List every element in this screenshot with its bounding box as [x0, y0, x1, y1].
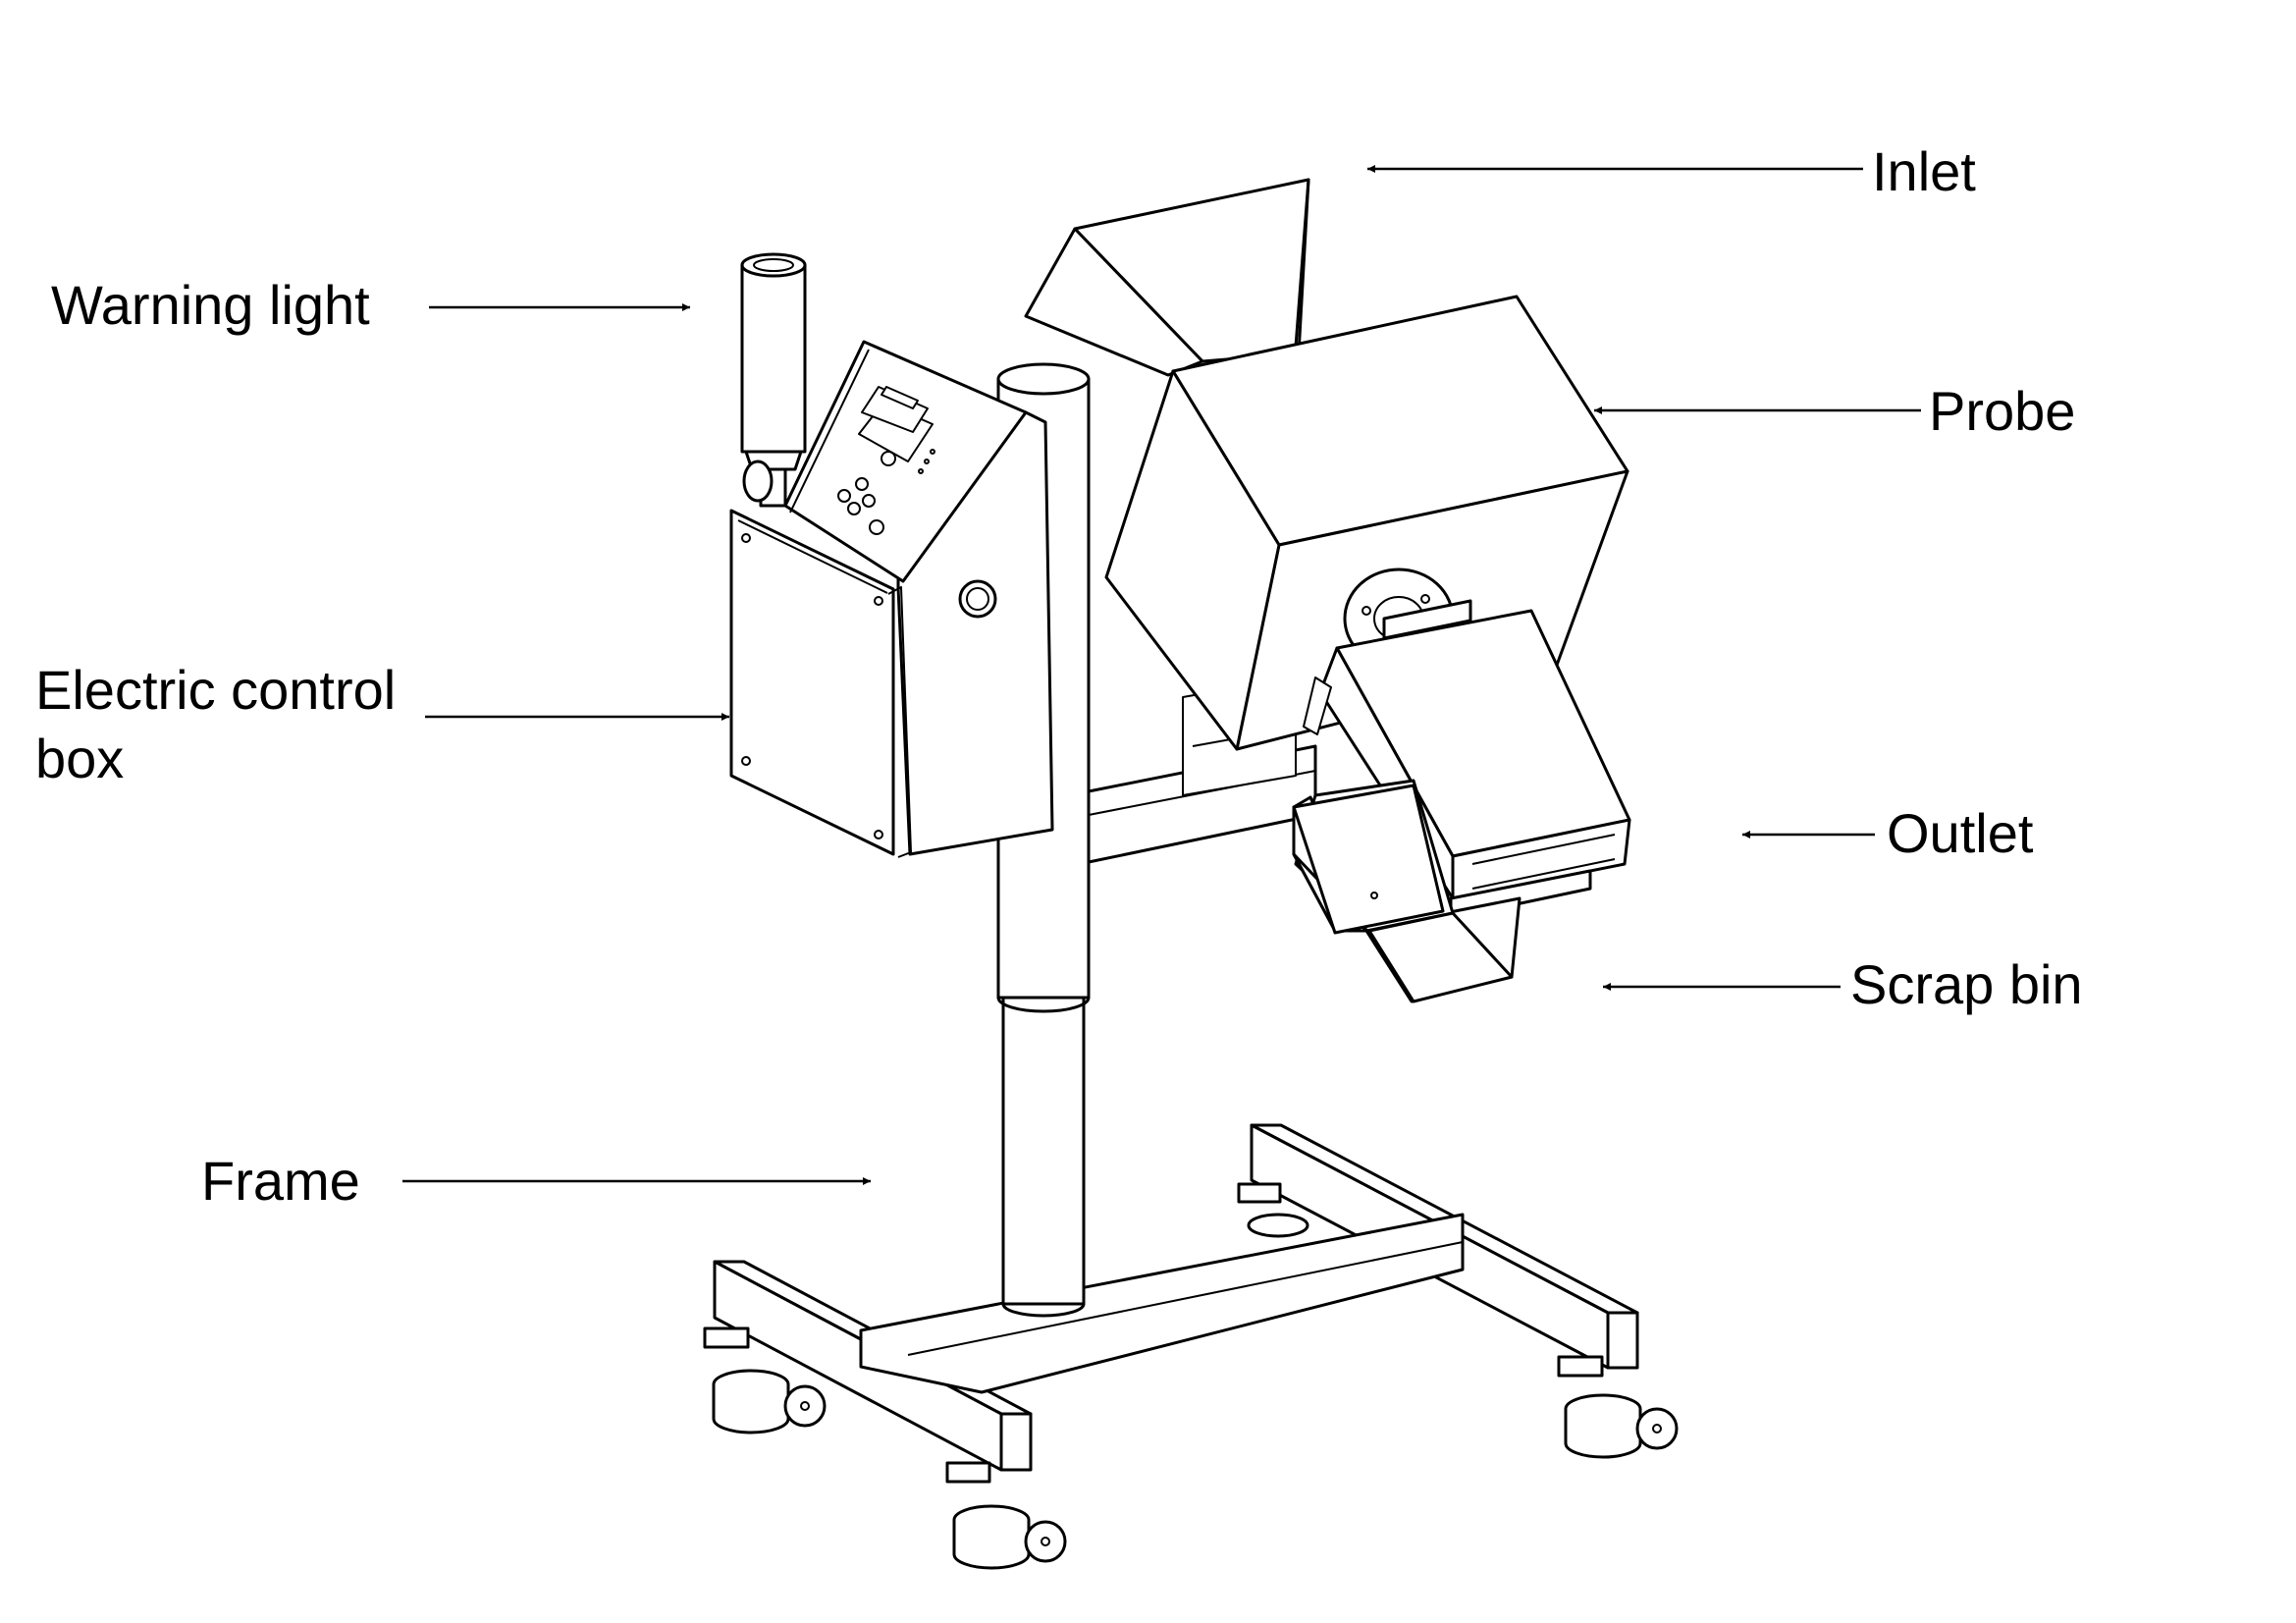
caster-rear-left	[1237, 1182, 1309, 1238]
frame-label: Frame	[201, 1150, 360, 1212]
caster-rear-right	[1557, 1355, 1679, 1459]
electric-control-box-label-line1: Electric control	[35, 659, 397, 721]
outlet-label: Outlet	[1887, 802, 2034, 864]
warning-light	[740, 252, 807, 508]
caster-front-right	[945, 1461, 1067, 1570]
electric-control-box	[729, 340, 1054, 858]
scrap-bin-label: Scrap bin	[1850, 953, 2083, 1015]
warning-light-label: Warning light	[51, 274, 370, 336]
inlet-label: Inlet	[1872, 140, 1976, 202]
leader-lines	[402, 165, 1921, 1185]
base-frame	[703, 1123, 1679, 1570]
scrap-bin	[1292, 779, 1592, 1003]
probe-label: Probe	[1929, 380, 2076, 442]
caster-front-left	[703, 1326, 827, 1434]
electric-control-box-label-line2: box	[35, 728, 125, 789]
inlet-hopper	[1024, 178, 1310, 377]
